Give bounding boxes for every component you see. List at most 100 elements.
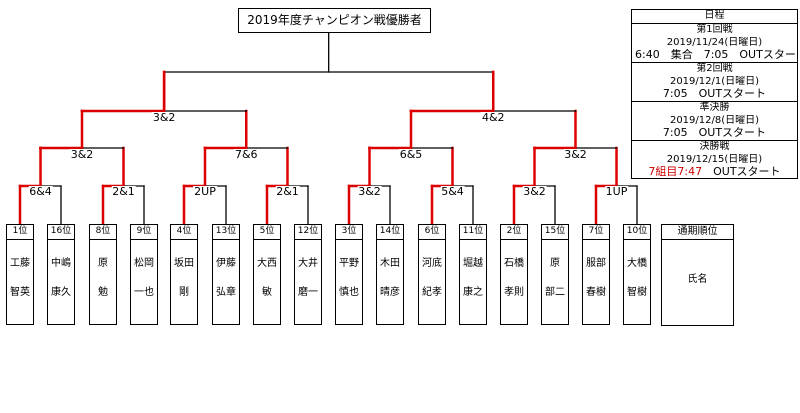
schedule-date: 2019/11/24(日曜日): [666, 36, 763, 48]
schedule-heading: 第1回戦: [696, 24, 733, 35]
player-rank: 12位: [295, 225, 321, 240]
player-name: 工藤智英: [7, 240, 33, 299]
player-given-name: 敏: [262, 286, 272, 298]
player-rank: 1位: [7, 225, 33, 240]
player-box: 15位原部二: [541, 224, 569, 325]
semifinal-score: 3&2: [151, 111, 177, 124]
schedule-time: 6:40 集合 7:05 OUTスタート: [635, 49, 797, 61]
round1-score: 3&2: [522, 185, 547, 198]
player-name: 原勉: [90, 240, 116, 299]
player-name: 松岡一也: [131, 240, 157, 299]
player-rank: 8位: [90, 225, 116, 240]
player-box: 7位服部春樹: [582, 224, 610, 325]
round2-score: 3&2: [563, 148, 588, 161]
round2-score: 6&5: [398, 148, 424, 161]
player-surname: 木田: [380, 258, 400, 269]
legend-body: 氏名: [687, 274, 708, 285]
player-surname: 河底: [422, 258, 442, 269]
tournament-title: 2019年度チャンピオン戦優勝者: [238, 8, 431, 33]
schedule-panel: 日程 第1回戦 2019/11/24(日曜日) 6:40 集合 7:05 OUT…: [631, 9, 798, 179]
legend-heading: 通期順位: [662, 225, 733, 240]
player-surname: 大井: [298, 258, 318, 269]
player-surname: 原: [98, 258, 108, 269]
player-box: 4位坂田剛: [170, 224, 198, 325]
player-given-name: 一也: [134, 286, 154, 298]
player-name: 大西敏: [254, 240, 280, 299]
player-surname: 伊藤: [216, 258, 236, 269]
schedule-time: 7組目7:47 OUTスタート: [632, 166, 797, 179]
round1-score: 3&2: [357, 185, 382, 198]
player-given-name: 弘章: [216, 286, 236, 298]
player-surname: 大橋: [627, 258, 647, 269]
player-name: 坂田剛: [171, 240, 197, 299]
player-box: 6位河底紀孝: [418, 224, 446, 325]
player-box: 10位大橋智樹: [623, 224, 651, 325]
schedule-date: 2019/12/1(日曜日): [669, 75, 760, 87]
player-surname: 服部: [586, 258, 606, 269]
schedule-semifinal: 準決勝 2019/12/8(日曜日) 7:05 OUTスタート: [632, 102, 797, 141]
player-given-name: 春樹: [586, 286, 606, 298]
player-box: 12位大井磨一: [294, 224, 322, 325]
player-surname: 大西: [257, 258, 277, 269]
schedule-round-1: 第1回戦 2019/11/24(日曜日) 6:40 集合 7:05 OUTスター…: [632, 24, 797, 63]
schedule-time-rest: OUTスタート: [702, 166, 781, 178]
player-name: 石橋孝則: [501, 240, 527, 299]
player-rank: 6位: [419, 225, 445, 240]
player-box: 5位大西敏: [253, 224, 281, 325]
player-box: 9位松岡一也: [130, 224, 158, 325]
player-rank: 14位: [377, 225, 403, 240]
player-box: 16位中嶋康久: [47, 224, 75, 325]
round1-score: 5&4: [440, 185, 465, 198]
legend-box: 通期順位 氏名: [661, 224, 734, 326]
player-name: 木田晴彦: [377, 240, 403, 299]
player-rank: 11位: [460, 225, 486, 240]
player-name: 平野慎也: [336, 240, 362, 299]
player-given-name: 慎也: [339, 286, 359, 298]
player-rank: 10位: [624, 225, 650, 240]
round2-score: 7&6: [233, 148, 259, 161]
player-given-name: 勉: [98, 286, 108, 298]
round1-score: 2UP: [193, 185, 217, 198]
player-name: 伊藤弘章: [213, 240, 239, 299]
player-surname: 石橋: [504, 258, 524, 269]
player-given-name: 晴彦: [380, 286, 400, 298]
schedule-date: 2019/12/8(日曜日): [669, 114, 760, 126]
player-rank: 13位: [213, 225, 239, 240]
player-surname: 松岡: [134, 258, 154, 269]
round1-score: 2&1: [111, 185, 136, 198]
player-surname: 工藤: [10, 258, 30, 269]
player-given-name: 部二: [545, 286, 565, 298]
player-given-name: 磨一: [298, 286, 318, 298]
player-box: 2位石橋孝則: [500, 224, 528, 325]
schedule-time: 7:05 OUTスタート: [662, 127, 767, 139]
player-name: 原部二: [542, 240, 568, 299]
player-name: 中嶋康久: [48, 240, 74, 299]
schedule-heading: 準決勝: [699, 102, 730, 113]
player-box: 11位堀越康之: [459, 224, 487, 325]
schedule-final: 決勝戦 2019/12/15(日曜日) 7組目7:47 OUTスタート: [632, 141, 797, 179]
player-box: 3位平野慎也: [335, 224, 363, 325]
player-name: 大橋智樹: [624, 240, 650, 299]
player-given-name: 智英: [10, 286, 30, 298]
player-box: 14位木田晴彦: [376, 224, 404, 325]
player-surname: 堀越: [463, 258, 483, 269]
player-box: 13位伊藤弘章: [212, 224, 240, 325]
schedule-title: 日程: [632, 10, 797, 24]
player-rank: 7位: [583, 225, 609, 240]
player-surname: 坂田: [174, 258, 194, 269]
schedule-time-highlight: 7組目7:47: [648, 166, 703, 178]
player-name: 堀越康之: [460, 240, 486, 299]
player-rank: 4位: [171, 225, 197, 240]
round1-score: 2&1: [275, 185, 300, 198]
player-rank: 9位: [131, 225, 157, 240]
player-rank: 15位: [542, 225, 568, 240]
player-given-name: 康之: [463, 286, 483, 298]
round1-score: 1UP: [604, 185, 629, 198]
schedule-time: 7:05 OUTスタート: [662, 88, 767, 100]
schedule-round-2: 第2回戦 2019/12/1(日曜日) 7:05 OUTスタート: [632, 63, 797, 102]
player-rank: 3位: [336, 225, 362, 240]
schedule-date: 2019/12/15(日曜日): [666, 153, 763, 165]
player-surname: 中嶋: [51, 258, 71, 269]
player-name: 服部春樹: [583, 240, 609, 299]
